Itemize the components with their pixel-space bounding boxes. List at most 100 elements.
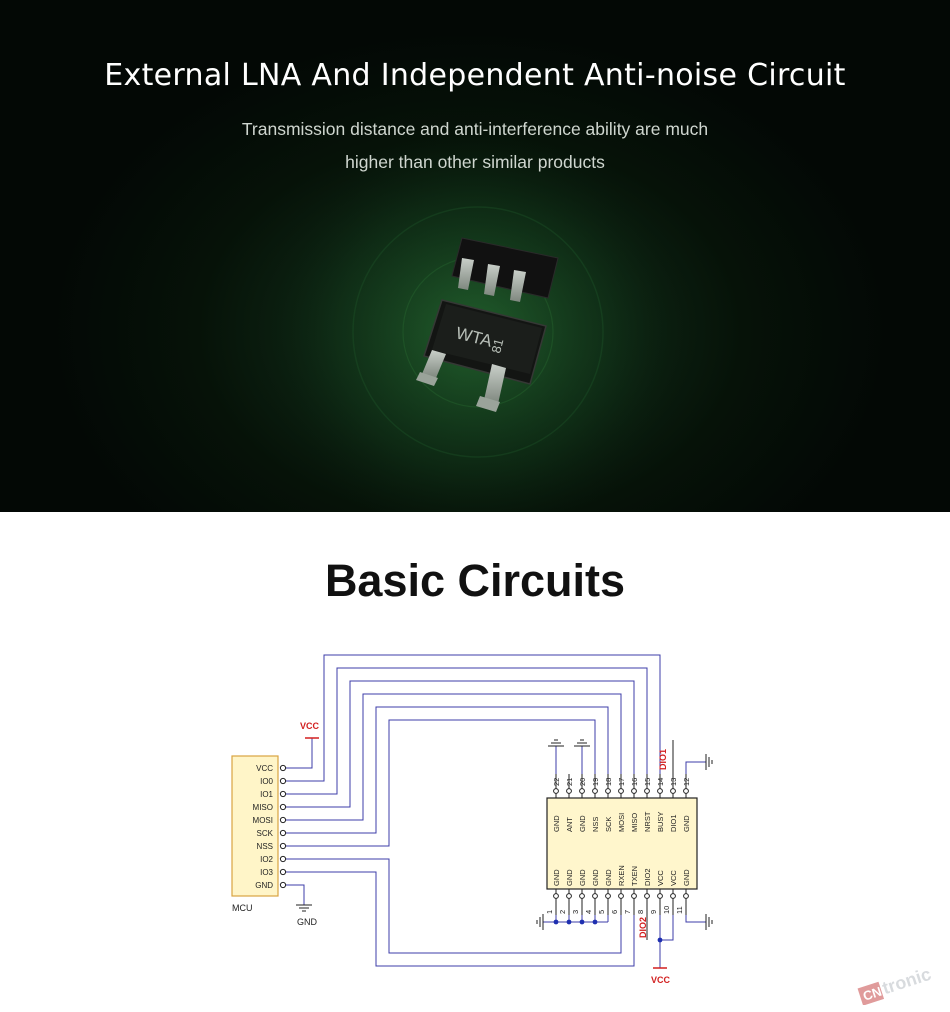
- module-top-pin-number: 15: [643, 778, 652, 786]
- module-bottom-pin-number: 6: [610, 910, 619, 914]
- circuit-wires: [286, 654, 706, 969]
- module-bottom-pin-number: 11: [675, 906, 684, 914]
- module-top-pin-name: MOSI: [617, 813, 626, 832]
- mcu-pin-terminal: [279, 881, 287, 889]
- module-bottom-pin-name: GND: [604, 869, 613, 886]
- module-top-pin-name: SCK: [604, 817, 613, 832]
- module-bottom-pin-name: GND: [591, 869, 600, 886]
- wire-mcu-vcc: [286, 738, 313, 769]
- module-top-pin-name: NSS: [591, 817, 600, 832]
- wire-miso: [286, 680, 635, 808]
- wire-mcu-gnd: [286, 884, 305, 905]
- module-bottom-pin-name: GND: [578, 869, 587, 886]
- mcu-pin-terminal: [279, 829, 287, 837]
- svg-text:CN: CN: [861, 984, 883, 1004]
- mcu-pin-terminal: [279, 855, 287, 863]
- module-top-terminal: [631, 788, 637, 794]
- module-bottom-pin-name: GND: [565, 869, 574, 886]
- module-top-pin-name: GND: [578, 815, 587, 832]
- module-bottom-pin-name: RXEN: [617, 865, 626, 886]
- mcu-pin-label: GND: [255, 881, 273, 890]
- module-bottom-terminal: [566, 893, 572, 899]
- hero-banner: WTA 81 External LNA And Independent Anti…: [0, 0, 950, 512]
- wire-io1-busy: [286, 667, 648, 795]
- junction-dot: [579, 919, 585, 925]
- module-top-pin-number: 18: [604, 778, 613, 786]
- module-bottom-pin-number: 7: [623, 910, 632, 914]
- mcu-pin-label: IO2: [260, 855, 273, 864]
- chip-marking-2: 81: [488, 337, 506, 355]
- module-top-pin-name: MISO: [630, 813, 639, 832]
- module-bottom-pin-name: VCC: [656, 870, 665, 886]
- module-top-pin-number: 14: [656, 778, 665, 786]
- dio1-label: DIO1: [658, 749, 668, 770]
- module-top-pin-name: GND: [552, 815, 561, 832]
- module-bottom-pin-number: 2: [558, 910, 567, 914]
- wire-vcc-pins: [659, 915, 674, 941]
- wire-sck: [286, 706, 609, 834]
- module-top-pin-name: ANT: [565, 817, 574, 832]
- mcu-pin-label: VCC: [256, 764, 273, 773]
- module-bottom-terminal: [592, 893, 598, 899]
- module-top-terminal: [644, 788, 650, 794]
- module-body: [546, 797, 698, 890]
- module-top-pin-name: GND: [682, 815, 691, 832]
- hero-title: External LNA And Independent Anti-noise …: [104, 58, 846, 93]
- module-top-terminal: [566, 788, 572, 794]
- module-top-pin-number: 12: [682, 778, 691, 786]
- mcu-pin-terminal: [279, 803, 287, 811]
- module-top-pin-number: 22: [552, 778, 561, 786]
- module-bottom-terminal: [670, 893, 676, 899]
- mcu-pin-label: MISO: [253, 803, 273, 812]
- module-bottom-pin-number: 4: [584, 910, 593, 914]
- mcu-pin-terminal: [279, 764, 287, 772]
- mcu-vcc-label: VCC: [300, 721, 320, 731]
- module-top-terminal: [683, 788, 689, 794]
- mcu-pin-terminal: [279, 868, 287, 876]
- module-bottom-terminal: [579, 893, 585, 899]
- dio2-label: DIO2: [638, 917, 648, 938]
- module-top-terminal: [605, 788, 611, 794]
- module-bottom-terminal: [657, 893, 663, 899]
- module-top-pin-number: 20: [578, 778, 587, 786]
- module-top-pin-number: 13: [669, 778, 678, 786]
- mcu-body: [231, 755, 279, 897]
- front-chip: WTA 81: [416, 299, 547, 412]
- module-top-terminal: [657, 788, 663, 794]
- module-top-terminal: [579, 788, 585, 794]
- brand-text: tronic: [880, 964, 934, 998]
- wire-gnd-11: [685, 915, 706, 923]
- junction-dot: [592, 919, 598, 925]
- mcu-pin-label: SCK: [257, 829, 274, 838]
- module-top-terminal: [618, 788, 624, 794]
- transistor-chip-illustration: WTA 81: [245, 105, 705, 512]
- module-top-pin-number: 19: [591, 778, 600, 786]
- module-top-terminal: [592, 788, 598, 794]
- mcu-pin-label: IO1: [260, 790, 273, 799]
- junction-dot: [657, 937, 663, 943]
- wire-gnd-12: [685, 761, 706, 774]
- module-bottom-terminal: [644, 893, 650, 899]
- module-bottom-pin-number: 10: [662, 906, 671, 914]
- module-bottom-terminal: [618, 893, 624, 899]
- mcu-pin-label: NSS: [257, 842, 273, 851]
- module-bottom-pin-number: 8: [636, 910, 645, 914]
- module-top-terminal: [553, 788, 559, 794]
- module-bottom-terminal: [553, 893, 559, 899]
- section-title: Basic Circuits: [324, 555, 626, 606]
- hero-subtitle-line1: Transmission distance and anti-interfere…: [241, 119, 709, 139]
- mcu-pin-terminal: [279, 842, 287, 850]
- module-top-pin-name: BUSY: [656, 812, 665, 832]
- module-bottom-pin-number: 5: [597, 910, 606, 914]
- junction-dot: [566, 919, 572, 925]
- mcu-pin-terminal: [279, 790, 287, 798]
- module-bottom-pin-name: VCC: [669, 870, 678, 886]
- mcu-gnd-label: GND: [297, 917, 318, 927]
- module-bottom-pin-number: 9: [649, 910, 658, 914]
- junction-dots: [553, 919, 663, 943]
- module-top-terminal: [670, 788, 676, 794]
- mcu-pin-terminal: [279, 816, 287, 824]
- wire-nss: [286, 719, 596, 847]
